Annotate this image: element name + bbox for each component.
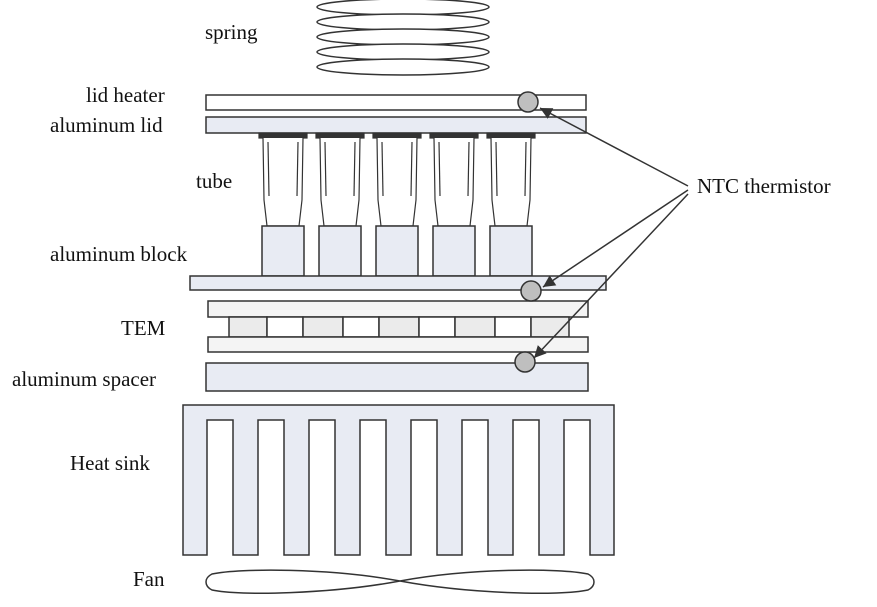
thermistor-lid [517, 91, 539, 113]
block-well [318, 225, 362, 277]
heat-sink-label: Heat sink [70, 451, 150, 475]
aluminum-spacer-label: aluminum spacer [12, 367, 156, 391]
thermistor-leader-arrows [533, 107, 689, 359]
ntc-thermistors [514, 91, 542, 373]
tube [315, 132, 365, 227]
lid-heater [205, 94, 587, 111]
lid-heater-label: lid heater [86, 83, 165, 107]
tem-label: TEM [121, 316, 166, 340]
spring-label: spring [205, 20, 258, 44]
fan [205, 569, 595, 594]
leader-arrow [533, 193, 689, 359]
thermistor-block [520, 280, 542, 302]
thermistor-spacer [514, 351, 536, 373]
leader-arrow [539, 107, 689, 187]
spring-coil [316, 43, 490, 61]
tube [372, 132, 422, 227]
tem-bottom-plate [207, 336, 589, 353]
tube [429, 132, 479, 227]
spring-coil [316, 28, 490, 46]
spring-coil [316, 0, 490, 16]
spring [316, 0, 490, 76]
tubes [258, 132, 536, 227]
fan-blade [399, 569, 595, 594]
leader-arrow [542, 189, 689, 288]
tube-label: tube [196, 169, 232, 193]
aluminum-lid-label: aluminum lid [50, 113, 163, 137]
aluminum-block-label: aluminum block [50, 242, 188, 266]
block-well [432, 225, 476, 277]
aluminum-block-wells [261, 225, 533, 277]
aluminum-block-base [189, 275, 607, 291]
block-well [261, 225, 305, 277]
spring-coil [316, 13, 490, 31]
heat-sink [182, 404, 615, 556]
ntc-thermistor-label: NTC thermistor [697, 174, 831, 198]
fan-blade [205, 569, 401, 594]
tem-top-plate [207, 300, 589, 318]
aluminum-lid [205, 116, 587, 134]
fan-label: Fan [133, 567, 165, 591]
tube [486, 132, 536, 227]
spring-coil [316, 58, 490, 76]
tem-pellets [228, 316, 570, 338]
block-well [375, 225, 419, 277]
tem-module [207, 300, 589, 353]
tube [258, 132, 308, 227]
block-well [489, 225, 533, 277]
